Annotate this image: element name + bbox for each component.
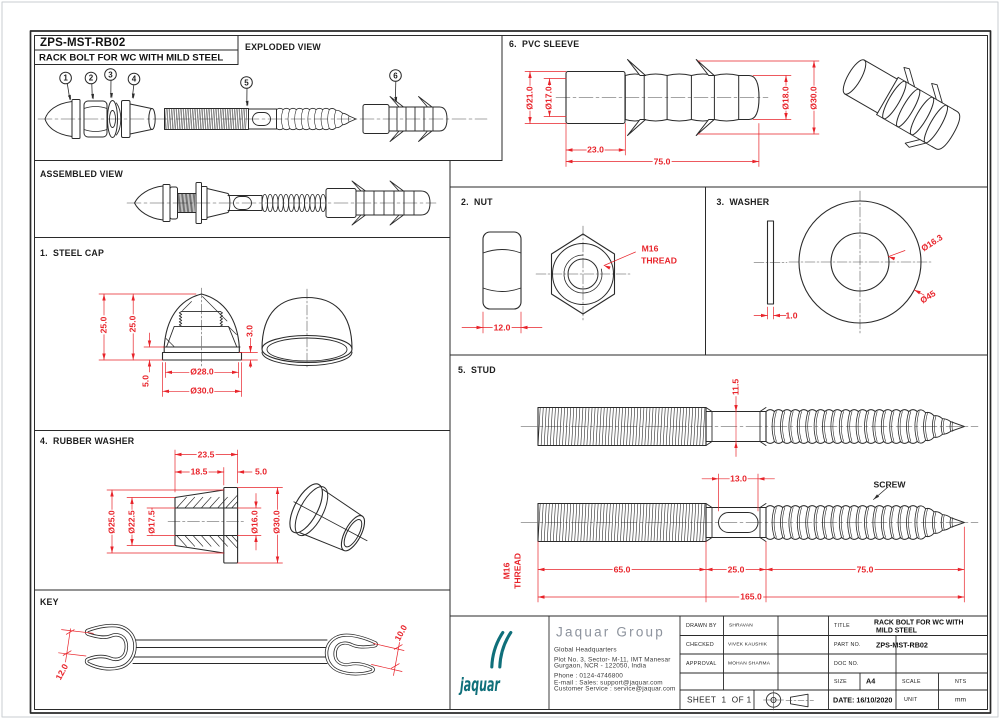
nut-dim-width: 12.0	[492, 322, 512, 333]
drawn-by-label: DRAWN BY	[686, 623, 717, 629]
assembled-drawing	[126, 180, 437, 226]
stud-dim-75: 75.0	[855, 564, 875, 575]
date-value: DATE: 16/10/2020	[833, 695, 893, 705]
cap-dim-height-inner: 25.0	[127, 314, 138, 334]
checked-label: CHECKED	[686, 642, 714, 648]
washer-dim-thickness: 1.0	[785, 310, 798, 321]
doc-no-label: DOC NO.	[834, 661, 859, 667]
steel-cap-panel-label: 1. STEEL CAP	[40, 247, 105, 258]
exploded-drawing	[37, 68, 488, 142]
stud-dim-25: 25.0	[726, 564, 746, 575]
part-no-value: ZPS-MST-RB02	[876, 640, 928, 649]
stud-note-thread: THREAD	[512, 553, 523, 589]
rw-dim-total: 23.5	[196, 449, 216, 460]
company-address-line-5: E-mail : Sales: support@jaquar.com	[554, 679, 663, 687]
projection-symbols	[763, 689, 814, 711]
nut-note-m16: M16	[641, 243, 659, 254]
pvc-dim-head-od: Ø21.0	[524, 84, 535, 111]
stud-note-m16: M16	[501, 562, 512, 580]
size-label: SIZE	[834, 678, 847, 685]
cap-dim-id: Ø28.0	[189, 367, 215, 377]
stud-drawing	[520, 396, 979, 603]
stud-dim-neck: 11.5	[730, 378, 741, 396]
rw-dim-d16: Ø16.0	[249, 509, 260, 534]
stud-dim-165: 165.0	[739, 591, 763, 602]
washer-drawing	[753, 190, 932, 334]
rubber-washer-panel-label: 4. RUBBER WASHER	[40, 436, 135, 446]
rw-dim-d175: Ø17.5	[146, 508, 157, 535]
nut-drawing	[461, 225, 636, 334]
company-name: Jaquar Group	[556, 624, 665, 640]
rw-dim-d25: Ø25.0	[106, 508, 117, 535]
unit-label: UNIT	[904, 697, 918, 704]
rw-dim-d30: Ø30.0	[271, 508, 282, 535]
stud-note-screw: SCREW	[873, 479, 906, 490]
exploded-panel-label: EXPLODED VIEW	[245, 41, 321, 52]
company-address-line-3: Gurgaon, NCR - 122050, India	[554, 662, 647, 670]
key-drawing	[58, 623, 405, 676]
panel-borders	[34, 35, 988, 710]
jaquar-logo-icon	[490, 630, 513, 669]
nut-note-thread: THREAD	[641, 255, 677, 266]
rw-dim-body: 18.5	[189, 466, 209, 477]
nut-panel-label: 2. NUT	[461, 196, 493, 207]
pvc-dim-body-od: Ø18.0	[780, 84, 791, 111]
title-label: TITLE	[834, 623, 850, 629]
company-address-line-1: Global Headquarters	[554, 646, 617, 654]
washer-panel-label: 3. WASHER	[716, 196, 770, 207]
size-value: A4	[866, 676, 876, 686]
logo-wordmark: jaquar	[460, 674, 500, 696]
scale-value: NTS	[955, 678, 967, 685]
balloon-5: 5	[244, 77, 249, 87]
pvc-dim-total-len: 75.0	[652, 156, 672, 167]
balloon-4: 4	[131, 74, 137, 84]
drawn-by-value: SHRAVAN	[729, 623, 753, 629]
unit-value: mm	[955, 696, 966, 704]
stud-dim-65: 65.0	[612, 564, 632, 575]
company-address-line-4: Phone : 0124-4746800	[554, 672, 624, 680]
stud-panel-label: 5. STUD	[458, 364, 496, 375]
approval-value: MOHAN SHARMA	[728, 661, 771, 667]
approval-label: APPROVAL	[686, 661, 717, 667]
cap-dim-step: 3.0	[244, 323, 255, 338]
pvc-sleeve-panel-label: 6. PVC SLEEVE	[509, 39, 580, 49]
cap-dim-od: Ø30.0	[189, 386, 215, 396]
cap-dim-height-outer: 25.0	[98, 315, 109, 335]
part-no-label: PART NO.	[834, 642, 861, 648]
company-address-line-2: Plot No. 3, Sector- M-11, IMT Manesar	[554, 656, 671, 663]
balloon-2: 2	[88, 73, 94, 83]
checked-value: VIVEK KAUSHIK	[728, 642, 768, 648]
rw-dim-d225: Ø22.5	[126, 508, 137, 535]
rw-dim-flange: 5.0	[255, 466, 267, 477]
rubber-washer-drawing	[106, 449, 368, 564]
scale-label: SCALE	[902, 678, 921, 685]
balloon-3: 3	[108, 69, 113, 79]
pvc-dim-fin-od: Ø30.0	[808, 84, 819, 111]
balloon-6: 6	[393, 70, 398, 80]
company-address-line-6: Customer Service : service@jaquar.com	[554, 685, 676, 693]
steel-cap-drawing	[98, 287, 353, 397]
title-value-line1: RACK BOLT FOR WC WITH	[874, 619, 964, 626]
sheet-number: SHEET 1 OF 1	[687, 695, 752, 705]
key-panel-label: KEY	[40, 596, 59, 607]
pvc-dim-head-len: 23.0	[586, 144, 605, 155]
cap-dim-flange-h: 5.0	[140, 374, 151, 387]
balloon-1: 1	[63, 73, 68, 83]
title-block-grid	[548, 615, 988, 710]
pvc-sleeve-drawing	[524, 59, 961, 167]
title-value-line2: MILD STEEL	[876, 627, 917, 634]
stud-dim-slot: 13.0	[729, 473, 748, 484]
sheet-name: RACK BOLT FOR WC WITH MILD STEEL	[39, 52, 224, 64]
sheet-code: ZPS-MST-RB02	[40, 37, 126, 50]
assembled-panel-label: ASSEMBLED VIEW	[40, 168, 123, 179]
pvc-dim-head-id: Ø17.0	[544, 84, 554, 111]
